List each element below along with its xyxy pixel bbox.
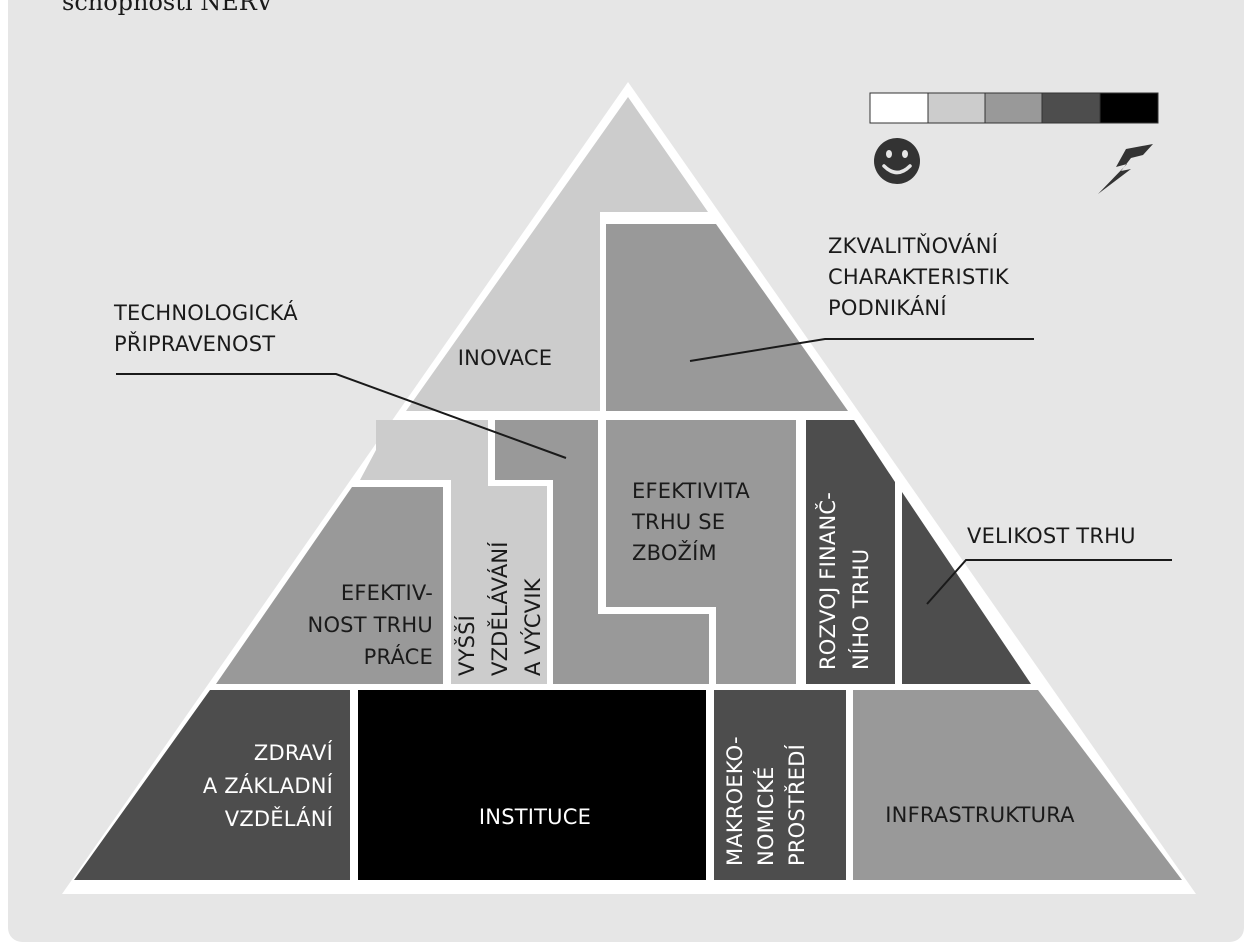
leader-velikost <box>926 559 1172 605</box>
segment-efektivita-zbozi <box>606 420 796 684</box>
label-line: ZKVALITŇOVÁNÍ <box>828 233 998 258</box>
lightning-icon <box>1098 144 1153 194</box>
legend-swatch <box>984 92 1043 124</box>
segment-makroekonomicke <box>714 690 846 880</box>
page-title: schopnosti NERV <box>62 0 274 16</box>
label-line: A VÝCVIK <box>520 577 545 676</box>
legend-swatch <box>869 92 929 124</box>
segment-zdravi <box>74 690 350 880</box>
label-zdravi: ZDRAVÍ A ZÁKLADNÍ VZDĚLÁNÍ <box>203 740 333 831</box>
label-vyssi-vzdelavani: VYŠŠÍ VZDĚLÁVÁNÍ A VÝCVIK <box>454 541 545 676</box>
segment-technologicka <box>495 420 709 684</box>
label-line: VYŠŠÍ <box>454 615 479 676</box>
legend <box>869 92 1159 194</box>
label-line: PRÁCE <box>364 644 433 669</box>
segment-velikost-trhu <box>902 492 1031 684</box>
label-line: VZDĚLÁNÍ <box>225 806 333 831</box>
legend-swatch <box>927 92 986 124</box>
label-instituce: INSTITUCE <box>479 805 591 829</box>
label-line: TECHNOLOGICKÁ <box>113 300 298 325</box>
label-line: VELIKOST TRHU <box>967 524 1136 548</box>
label-line: EFEKTIVITA <box>632 479 750 503</box>
label-line: INSTITUCE <box>479 805 591 829</box>
callout-technologicka: TECHNOLOGICKÁ PŘIPRAVENOST <box>113 300 298 356</box>
label-efektivnost-prace: EFEKTIV- NOST TRHU PRÁCE <box>308 581 433 669</box>
label-line: NOMICKÉ <box>753 766 778 866</box>
label-line: CHARAKTERISTIK <box>828 265 1010 289</box>
label-line: INOVACE <box>458 346 552 370</box>
callout-velikost: VELIKOST TRHU <box>967 524 1136 548</box>
segment-zkvalitnovani <box>606 224 848 411</box>
label-efektivita-zbozi: EFEKTIVITA TRHU SE ZBOŽÍM <box>631 479 750 565</box>
label-infrastruktura: INFRASTRUKTURA <box>885 803 1075 827</box>
smiley-icon <box>874 138 920 184</box>
label-line: ROZVOJ FINANČ- <box>815 492 840 670</box>
label-line: ZDRAVÍ <box>254 740 333 765</box>
segment-efektivnost-prace <box>216 487 443 684</box>
segment-inovace <box>406 97 708 411</box>
callout-zkvalitnovani: ZKVALITŇOVÁNÍ CHARAKTERISTIK PODNIKÁNÍ <box>828 233 1010 320</box>
segment-instituce <box>358 690 706 880</box>
label-line: NÍHO TRHU <box>848 549 873 670</box>
segment-rozvoj-financniho <box>806 420 895 684</box>
label-line: MAKROEKO- <box>723 736 747 866</box>
label-rozvoj-financniho: ROZVOJ FINANČ- NÍHO TRHU <box>815 492 873 670</box>
legend-swatch <box>1041 92 1101 124</box>
label-line: PROSTŘEDÍ <box>784 744 809 866</box>
leader-zkvalitnovani <box>689 338 1034 362</box>
label-line: PŘIPRAVENOST <box>114 331 275 356</box>
label-line: INFRASTRUKTURA <box>885 803 1075 827</box>
label-line: VZDĚLÁVÁNÍ <box>487 541 512 676</box>
label-line: A ZÁKLADNÍ <box>203 773 333 798</box>
segment-infrastruktura <box>853 690 1182 880</box>
label-inovace: INOVACE <box>458 346 552 370</box>
label-line: ZBOŽÍM <box>632 540 717 565</box>
label-line: PODNIKÁNÍ <box>828 295 947 320</box>
label-line: EFEKTIV- <box>341 581 433 605</box>
label-line: NOST TRHU <box>308 613 433 637</box>
leader-technologicka <box>116 373 567 459</box>
segment-vyssi-vzdelavani <box>360 420 547 684</box>
label-line: TRHU SE <box>631 510 725 534</box>
legend-swatch <box>1099 92 1159 124</box>
